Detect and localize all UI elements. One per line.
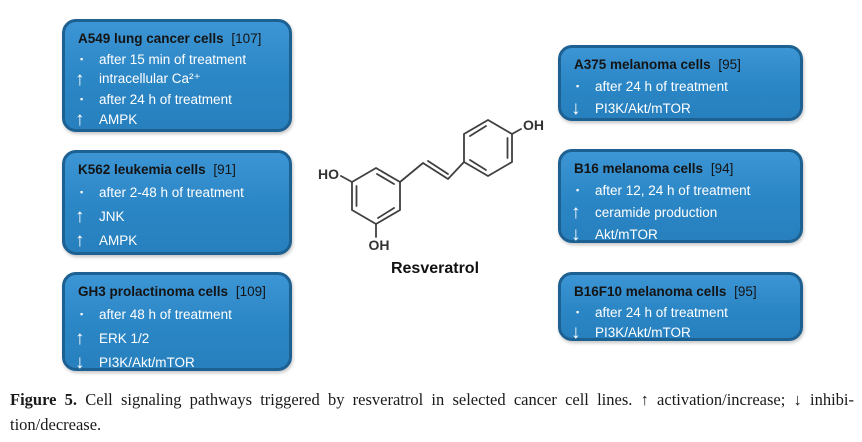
list-item: ↑ AMPK [65, 228, 289, 252]
row-text: PI3K/Akt/mTOR [595, 100, 691, 116]
cell-line-name: GH3 prolactinoma cells [78, 284, 229, 299]
list-item: ▪ after 15 min of treatment [65, 49, 289, 69]
cell-line-name: B16 melanoma cells [574, 161, 704, 176]
cell-line-name: K562 leukemia cells [78, 162, 206, 177]
row-text: after 12, 24 h of treatment [595, 182, 751, 198]
caption-text: Cell signaling pathways triggered by res… [85, 390, 854, 409]
list-item: ▪ after 24 h of treatment [65, 89, 289, 109]
row-text: PI3K/Akt/mTOR [99, 354, 195, 370]
box-title: A375 melanoma cells [95] [561, 54, 800, 75]
cell-line-name: A549 lung cancer cells [78, 31, 224, 46]
reference-number: [95] [718, 57, 741, 72]
row-text: AMPK [99, 111, 138, 127]
list-item: ↑ JNK [65, 204, 289, 228]
list-item: ↑ ceramide production [561, 201, 800, 223]
row-text: after 2-48 h of treatment [99, 184, 244, 200]
row-text: after 24 h of treatment [595, 304, 728, 320]
box-title: GH3 prolactinoma cells [109] [65, 281, 289, 302]
row-text: after 48 h of treatment [99, 306, 232, 322]
box-title: A549 lung cancer cells [107] [65, 28, 289, 49]
hydroxyl-label-right: OH [523, 117, 544, 133]
up-arrow-icon: ↑ [571, 201, 581, 223]
molecule-name-label: Resveratrol [390, 260, 480, 277]
row-text: after 24 h of treatment [595, 78, 728, 94]
info-box-a375: A375 melanoma cells [95] ▪ after 24 h of… [558, 45, 803, 121]
up-arrow-icon: ↑ [75, 327, 85, 349]
info-box-b16f10: B16F10 melanoma cells [95] ▪ after 24 h … [558, 272, 803, 342]
info-box-b16: B16 melanoma cells [94] ▪ after 12, 24 h… [558, 149, 803, 245]
down-arrow-icon: ↓ [571, 321, 581, 343]
up-arrow-icon: ↑ [75, 229, 85, 251]
list-item: ↑ ERK 1/2 [65, 326, 289, 350]
down-arrow-icon: ↓ [571, 97, 581, 119]
box-title: B16F10 melanoma cells [95] [561, 281, 800, 302]
info-box-gh3: GH3 prolactinoma cells [109] ▪ after 48 … [62, 272, 292, 374]
up-arrow-icon: ↑ [75, 68, 85, 90]
row-text: AMPK [99, 232, 138, 248]
down-arrow-icon: ↓ [571, 223, 581, 245]
info-box-a549: A549 lung cancer cells [107] ▪ after 15 … [62, 19, 292, 132]
reference-number: [94] [710, 161, 734, 176]
vinyl-bridge [399, 161, 465, 183]
hydroxyl-label-left: HO [318, 166, 339, 182]
figure-caption: Figure 5. Cell signaling pathways trigge… [10, 387, 854, 437]
list-item: ▪ after 2-48 h of treatment [65, 180, 289, 204]
box-title: K562 leukemia cells [91] [65, 159, 289, 180]
cell-line-name: A375 melanoma cells [574, 57, 711, 72]
bullet-icon: ▪ [80, 309, 84, 319]
row-text: ceramide production [595, 204, 718, 220]
reference-number: [109] [235, 284, 266, 299]
row-text: intracellular Ca²⁺ [99, 71, 201, 86]
bullet-icon: ▪ [80, 94, 84, 104]
list-item: ↑ intracellular Ca²⁺ [65, 69, 289, 89]
reference-number: [91] [213, 162, 236, 177]
hydroxyl-label-bottom: OH [369, 237, 390, 253]
list-item: ↓ Akt/mTOR [561, 223, 800, 245]
box-title: B16 melanoma cells [94] [561, 158, 800, 179]
row-text: Akt/mTOR [595, 226, 658, 242]
row-text: PI3K/Akt/mTOR [595, 324, 691, 340]
up-arrow-icon: ↑ [75, 205, 85, 227]
reference-number: [107] [231, 31, 262, 46]
cell-line-name: B16F10 melanoma cells [574, 284, 727, 299]
info-box-k562: K562 leukemia cells [91] ▪ after 2-48 h … [62, 150, 292, 255]
bullet-icon: ▪ [80, 54, 84, 64]
bullet-icon: ▪ [576, 307, 580, 317]
benzene-ring-right [463, 118, 513, 178]
list-item: ▪ after 12, 24 h of treatment [561, 179, 800, 201]
caption-line-2: tion/decrease. [10, 415, 102, 434]
resveratrol-structure-image: HO OH OH [318, 117, 544, 253]
bullet-icon: ▪ [80, 187, 84, 197]
bullet-icon: ▪ [576, 81, 580, 91]
row-text: ERK 1/2 [99, 330, 150, 346]
list-item: ↓ PI3K/Akt/mTOR [561, 97, 800, 119]
benzene-ring-left [351, 166, 401, 226]
list-item: ↓ PI3K/Akt/mTOR [65, 350, 289, 374]
list-item: ▪ after 24 h of treatment [561, 302, 800, 322]
list-item: ▪ after 24 h of treatment [561, 75, 800, 97]
down-arrow-icon: ↓ [75, 351, 85, 373]
list-item: ▪ after 48 h of treatment [65, 302, 289, 326]
caption-line-1: Figure 5. Cell signaling pathways trigge… [10, 387, 854, 412]
row-text: after 24 h of treatment [99, 91, 232, 107]
row-text: after 15 min of treatment [99, 51, 247, 67]
row-text: JNK [99, 208, 125, 224]
bullet-icon: ▪ [576, 185, 580, 195]
figure-number: Figure 5. [10, 390, 78, 409]
list-item: ↑ AMPK [65, 109, 289, 129]
reference-number: [95] [734, 284, 757, 299]
list-item: ↓ PI3K/Akt/mTOR [561, 322, 800, 342]
up-arrow-icon: ↑ [75, 108, 85, 130]
